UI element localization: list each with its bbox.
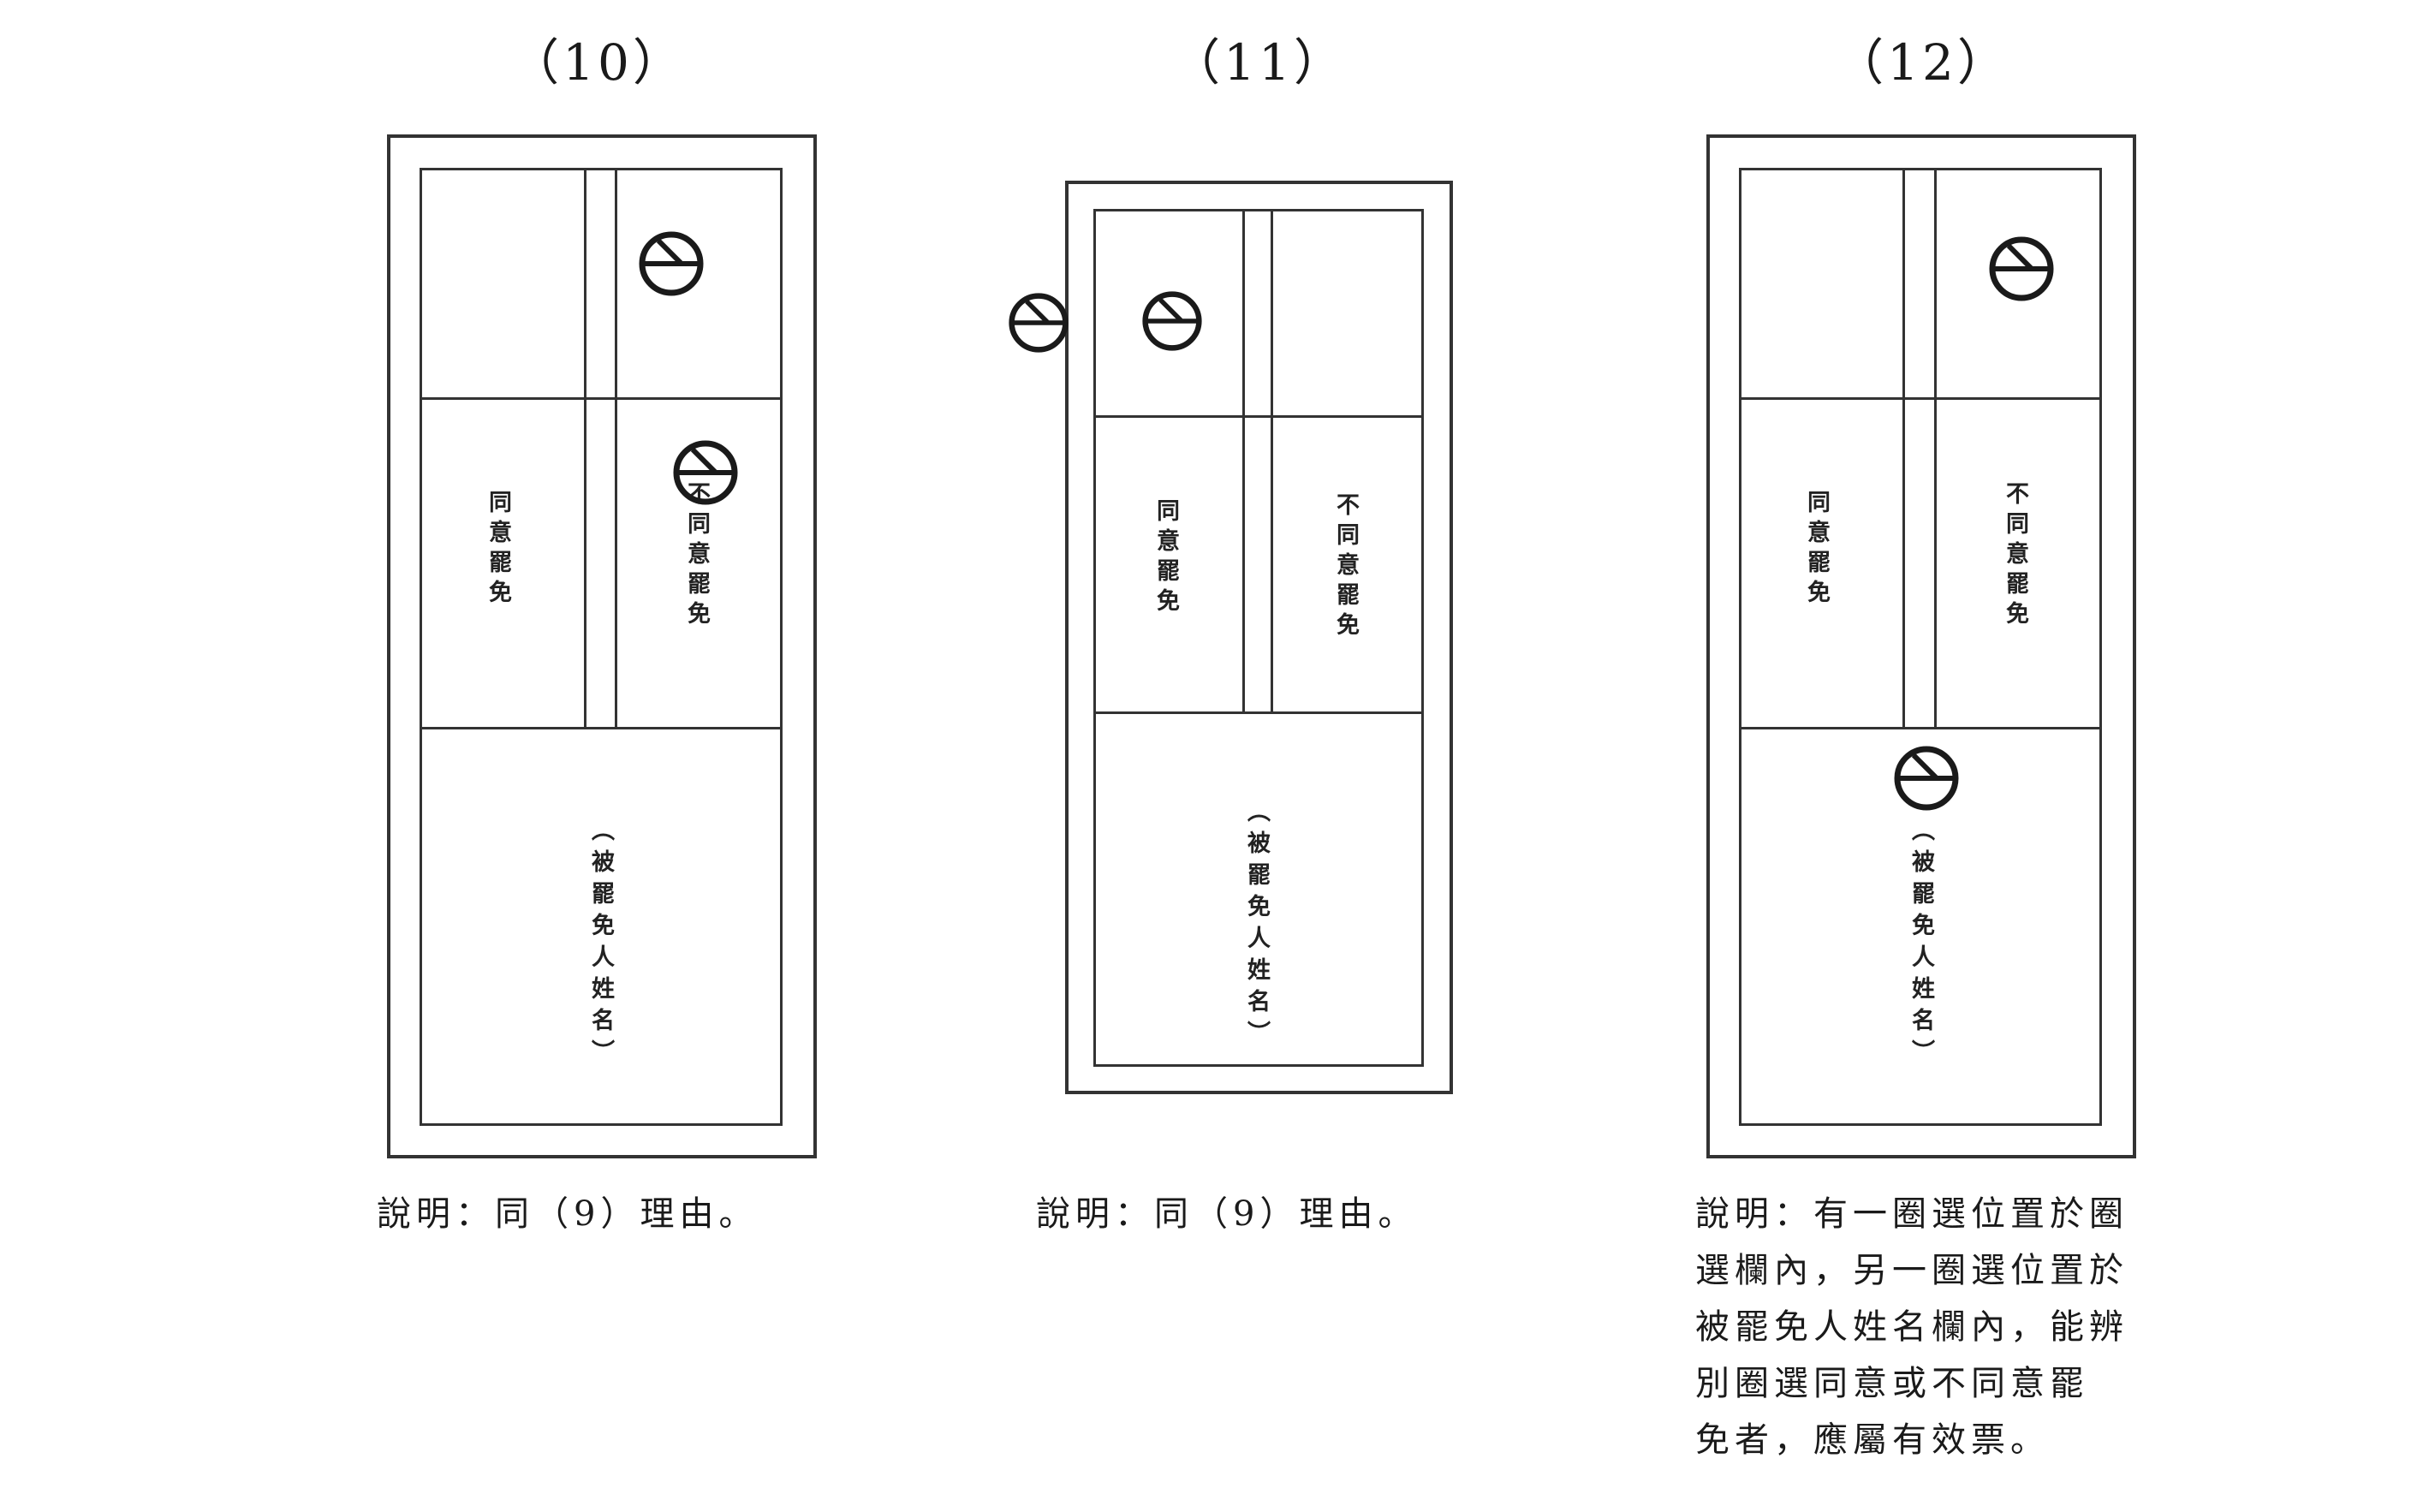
ballot-10-divider [420,727,783,729]
ballot-12-divider [1739,727,2102,729]
vote-stamp-icon [1142,291,1202,351]
ballot-11-divider [1242,209,1245,712]
vote-stamp-icon [1009,293,1069,353]
ballot-11-agree-label: 同意罷免 [1152,498,1179,618]
ballot-10-divider [615,168,617,729]
ballot-12-divider [1739,397,2102,400]
ballot-10-divider [584,168,586,729]
ballot-11-inner-frame [1093,209,1424,1067]
ballot-12-candidate-label: （被罷免人姓名） [1908,818,1934,1071]
ballot-10-agree-label: 同意罷免 [485,490,511,610]
ballot-12-divider [1934,168,1937,729]
vote-stamp-icon [1894,746,1959,811]
ballot-10-inner-frame [420,168,783,1126]
ballot-12-note: 說明：有一圈選位置於圈 選欄內，另一圈選位置於 被罷免人姓名欄內，能辨 別圈選同… [1695,1194,2128,1460]
ballot-10-disagree-label: 不同意罷免 [683,481,710,631]
ballot-10-note: 說明：同（9）理由。 [377,1194,759,1234]
vote-stamp-icon [1989,236,2054,301]
ballot-11-candidate-label: （被罷免人姓名） [1243,799,1270,1052]
ballot-12 [1706,134,2136,1158]
ballot-11 [1065,181,1453,1094]
figure-number-10: （10） [509,33,686,92]
figure-number-12: （12） [1834,33,2010,92]
ballot-11-divider [1093,415,1424,418]
ballot-10-divider [420,397,783,400]
ballot-11-note: 說明：同（9）理由。 [1036,1194,1418,1234]
ballot-12-inner-frame [1739,168,2102,1126]
ballot-12-disagree-label: 不同意罷免 [2002,481,2028,631]
ballot-12-agree-label: 同意罷免 [1803,490,1830,610]
vote-stamp-icon [639,231,704,296]
ballot-10 [387,134,817,1158]
ballot-11-divider [1271,209,1273,712]
figure-number-11: （11） [1170,33,1347,92]
ballot-11-disagree-label: 不同意罷免 [1332,492,1359,642]
ballot-11-divider [1093,711,1424,714]
vote-stamp-icon [673,440,738,505]
ballot-10-candidate-label: （被罷免人姓名） [587,818,614,1071]
ballot-12-divider [1902,168,1905,729]
